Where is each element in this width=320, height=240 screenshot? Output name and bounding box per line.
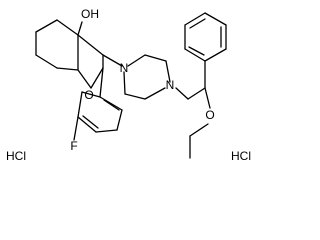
nitrogen-label-b: N: [166, 78, 175, 92]
ethylene-linker-1: [175, 87, 189, 100]
fluorine-label: F: [70, 139, 77, 153]
ether-bond: [204, 87, 211, 109]
fluorobenzene-ring: [77, 67, 123, 133]
nitrogen-label-a: N: [120, 61, 129, 75]
hcl-counterion-right: HCl: [231, 149, 251, 163]
structure-diagram: OH O F N N O HCl HCl: [6, 7, 251, 163]
ring-oxygen-label: O: [84, 88, 93, 102]
hydroxyl-label: OH: [81, 7, 99, 21]
ether-oxygen-label: O: [205, 108, 214, 122]
ethylene-linker-2: [187, 87, 206, 100]
ethoxy-ch2-bond: [189, 123, 209, 137]
furan-ring: [77, 34, 104, 89]
molecule-structure: OH O F N N O: [35, 7, 227, 159]
cyclohexane-ring: [35, 19, 79, 71]
piperazine-ring: [123, 54, 171, 100]
fluorine-bond: [73, 116, 79, 141]
phenyl-ring: [184, 12, 227, 89]
methylene-linker: [102, 54, 123, 67]
hcl-counterion-left: HCl: [6, 149, 26, 163]
hydroxyl-bond: [77, 21, 83, 36]
